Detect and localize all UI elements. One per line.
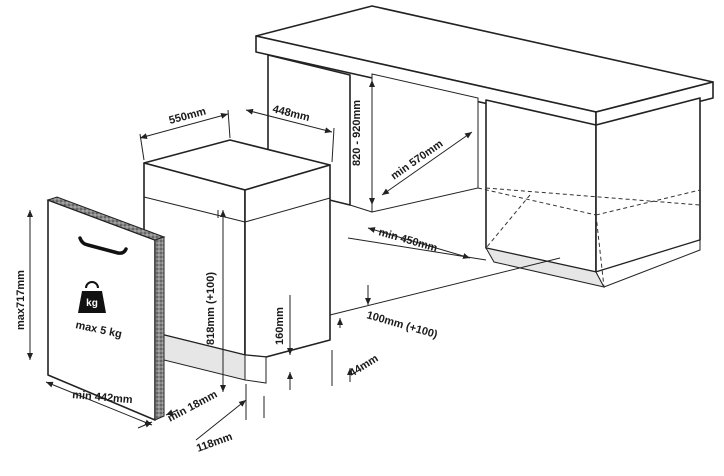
dishwasher-front: [244, 164, 331, 358]
foot-adjust-label: 100mm (+100): [365, 309, 439, 341]
niche-height-label: 820 - 920mm: [351, 100, 363, 166]
bottom-offset-label: 118mm: [195, 431, 234, 455]
plinth-height-label: 160mm: [274, 307, 286, 345]
furniture-panel: kg max 5 kg: [46, 196, 166, 421]
panel-height-label: max717mm: [15, 270, 27, 330]
panel-thickness-label: min 18mm: [166, 388, 220, 424]
toe-kick-label: 44mm: [347, 352, 381, 379]
weight-icon-label: kg: [86, 298, 98, 309]
panel-width-label: min 442mm: [72, 389, 134, 406]
worktop-side: [595, 81, 714, 129]
panel-side-edge: [154, 236, 165, 421]
right-cabinet: [485, 99, 597, 273]
dimension-lines: [27, 80, 561, 441]
niche-width-label: min 450mm: [377, 226, 439, 254]
machine-depth-label: 550mm: [168, 105, 208, 126]
weight-icon: kg: [78, 281, 106, 313]
machine-height-label: 818mm (+100): [205, 272, 217, 345]
right-cabinet-plinth-side: [595, 239, 701, 288]
dishwasher-body: [143, 139, 331, 384]
door-handle-icon: [78, 236, 128, 255]
